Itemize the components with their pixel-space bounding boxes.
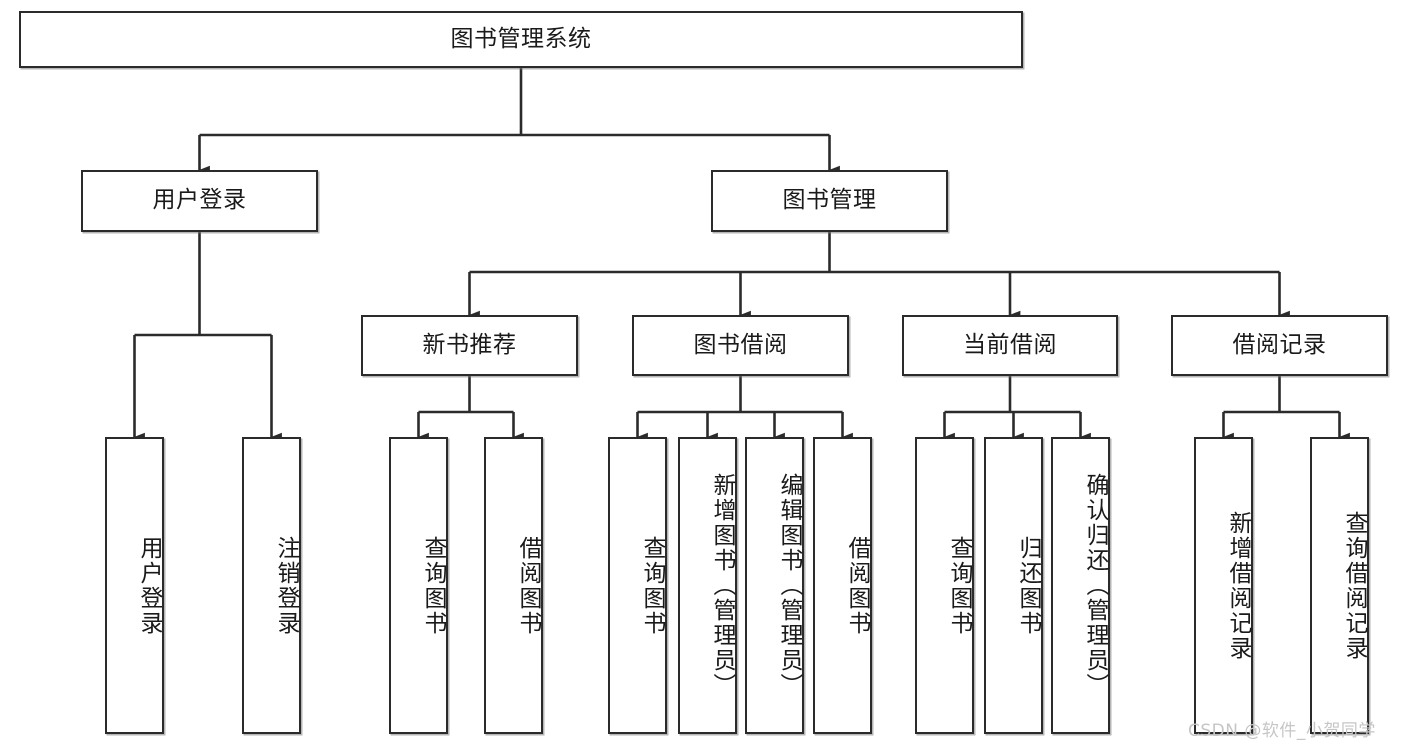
node-leaf-borrow-lend[interactable]: 借阅图书 <box>813 437 872 734</box>
node-leaf-new-borrow[interactable]: 借阅图书 <box>484 437 543 734</box>
node-leaf-new-query[interactable]: 查询图书 <box>389 437 448 734</box>
node-leaf-current-confirm[interactable]: 确认归还（管理员） <box>1051 437 1110 734</box>
node-label: 确认归还（管理员） <box>1082 473 1108 698</box>
node-leaf-borrow-edit[interactable]: 编辑图书（管理员） <box>745 437 804 734</box>
node-leaf-user-logout[interactable]: 注销登录 <box>242 437 301 734</box>
node-leaf-current-return[interactable]: 归还图书 <box>984 437 1043 734</box>
node-borrow[interactable]: 图书借阅 <box>632 315 849 376</box>
node-label: 图书管理 <box>782 187 877 214</box>
node-label: 新增借阅记录 <box>1225 510 1251 661</box>
node-label: 注销登录 <box>273 535 299 636</box>
node-label: 借阅图书 <box>515 535 541 636</box>
node-newbook[interactable]: 新书推荐 <box>361 315 578 376</box>
node-label: 借阅记录 <box>1232 331 1327 358</box>
node-records[interactable]: 借阅记录 <box>1171 315 1388 376</box>
node-label: 查询图书 <box>420 535 446 636</box>
node-label: 查询图书 <box>946 535 972 636</box>
node-label: 借阅图书 <box>844 535 870 636</box>
node-leaf-record-query[interactable]: 查询借阅记录 <box>1310 437 1369 734</box>
node-label: 编辑图书（管理员） <box>776 473 802 698</box>
node-label: 当前借阅 <box>963 331 1057 358</box>
node-label: 新书推荐 <box>422 331 517 358</box>
node-leaf-borrow-query[interactable]: 查询图书 <box>608 437 667 734</box>
node-leaf-current-query[interactable]: 查询图书 <box>915 437 974 734</box>
node-label: 归还图书 <box>1015 535 1041 636</box>
node-label: 图书借阅 <box>693 331 788 358</box>
node-root[interactable]: 图书管理系统 <box>19 11 1023 68</box>
node-current[interactable]: 当前借阅 <box>902 315 1118 376</box>
node-leaf-user-login[interactable]: 用户登录 <box>105 437 164 734</box>
node-bookmgmt[interactable]: 图书管理 <box>711 170 948 232</box>
node-label: 新增图书（管理员） <box>709 473 735 698</box>
node-label: 图书管理系统 <box>450 25 592 52</box>
node-leaf-borrow-add[interactable]: 新增图书（管理员） <box>678 437 737 734</box>
node-label: 用户登录 <box>152 187 247 214</box>
node-leaf-record-add[interactable]: 新增借阅记录 <box>1194 437 1253 734</box>
node-label: 查询借阅记录 <box>1341 510 1367 661</box>
node-label: 查询图书 <box>639 535 665 636</box>
node-label: 用户登录 <box>136 535 162 636</box>
node-login[interactable]: 用户登录 <box>81 170 318 232</box>
